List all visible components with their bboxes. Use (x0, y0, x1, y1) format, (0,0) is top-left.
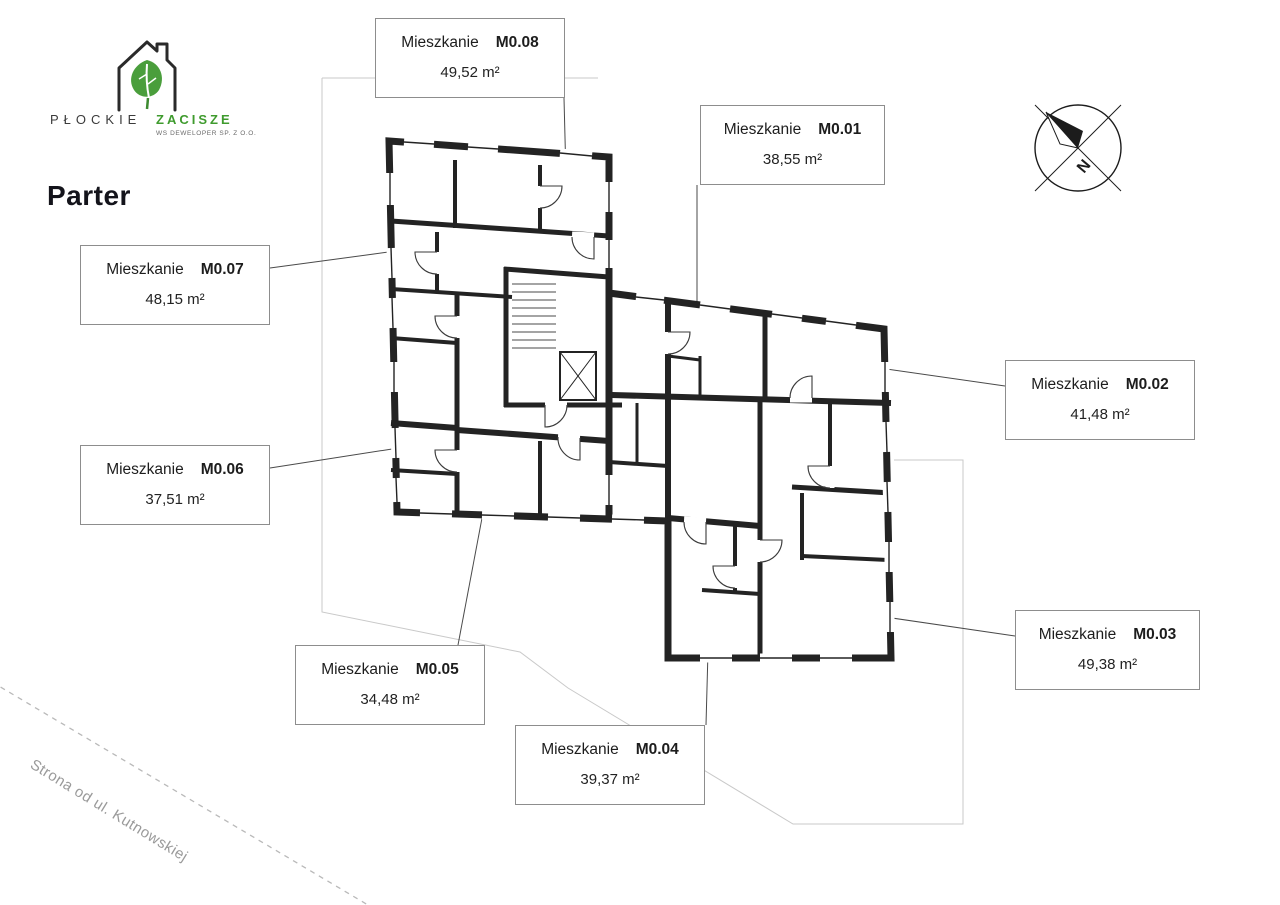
apartment-word: Mieszkanie (1038, 626, 1117, 643)
logo: PŁOCKIE ZACISZE WS DEWELOPER SP. Z O.O. (42, 28, 282, 140)
apartment-area: 41,48 m² (1070, 406, 1130, 423)
apartment-word: Mieszkanie (401, 34, 479, 51)
apartment-word: Mieszkanie (1031, 376, 1109, 393)
interior-wall (667, 354, 701, 362)
door-swing (544, 404, 568, 428)
window (825, 320, 857, 326)
interior-wall (390, 336, 458, 345)
apartment-label-m0-04: Mieszkanie M0.04 39,37 m² (515, 725, 705, 805)
door-swing (683, 521, 707, 545)
windows (385, 137, 895, 663)
interior-wall (390, 420, 458, 431)
door-swing (571, 236, 595, 260)
door-swing (807, 465, 831, 489)
brand-name-dark: PŁOCKIE (50, 112, 142, 127)
apartment-area: 39,37 m² (580, 771, 640, 788)
apartment-id: M0.02 (1125, 376, 1169, 393)
interior-wall (390, 468, 458, 476)
staircase (512, 283, 597, 401)
brand-name-green: ZACISZE (156, 112, 233, 127)
interior-wall (456, 427, 610, 444)
apartment-area: 48,15 m² (145, 291, 205, 308)
apartment-id: M0.01 (818, 121, 862, 138)
interior-wall (801, 554, 889, 562)
apartment-id: M0.05 (415, 661, 459, 678)
compass: N (1034, 104, 1122, 192)
window (611, 518, 645, 521)
window (699, 304, 731, 310)
interior-wall (791, 484, 892, 496)
window (547, 516, 581, 519)
apartment-word: Mieszkanie (321, 661, 399, 678)
apartment-word: Mieszkanie (106, 461, 184, 478)
apartment-word: Mieszkanie (723, 121, 802, 138)
window (403, 141, 435, 145)
window (771, 313, 803, 319)
apartment-id: M0.07 (200, 261, 244, 278)
brand-subtitle: WS DEWELOPER SP. Z O.O. (156, 130, 257, 137)
street-dashed-line (0, 685, 369, 905)
apartment-label-m0-01: Mieszkanie M0.01 38,55 m² (700, 105, 885, 185)
compass-circle (1034, 104, 1122, 192)
window (886, 481, 889, 513)
apartment-id: M0.08 (495, 34, 539, 51)
apartment-label-m0-08: Mieszkanie M0.08 49,52 m² (375, 18, 565, 98)
apartment-area: 38,55 m² (762, 151, 823, 168)
apartment-label-m0-06: Mieszkanie M0.06 37,51 m² (80, 445, 270, 525)
apartment-label-m0-07: Mieszkanie M0.07 48,15 m² (80, 245, 270, 325)
door-swing (434, 315, 458, 339)
window (394, 427, 397, 459)
window (419, 512, 453, 515)
compass-needle (1046, 112, 1083, 148)
apartment-area: 49,52 m² (440, 64, 500, 81)
apartment-id: M0.06 (200, 461, 244, 478)
window (481, 514, 515, 517)
apartment-label-m0-03: Mieszkanie M0.03 49,38 m² (1015, 610, 1200, 690)
window (390, 247, 393, 279)
apartment-word: Mieszkanie (106, 261, 184, 278)
building (385, 137, 895, 662)
elevator (559, 351, 597, 401)
window (635, 296, 665, 301)
apartment-area: 34,48 m² (360, 691, 420, 708)
door-swing (667, 331, 691, 355)
door-swing (759, 539, 783, 563)
interior-wall (701, 588, 761, 596)
doors (414, 185, 835, 589)
interior-wall (390, 287, 513, 299)
door-swing (789, 375, 813, 399)
door-swing (414, 251, 438, 275)
compass-north-letter: N (1074, 157, 1094, 177)
door-swing (539, 185, 563, 209)
window (559, 152, 593, 157)
floor-title: Parter (47, 180, 131, 211)
door-swing (712, 565, 736, 589)
apartment-id: M0.04 (635, 741, 679, 758)
interior-wall (503, 266, 610, 280)
house-leaf-icon (117, 40, 177, 112)
interior-wall (611, 392, 892, 406)
apartment-label-m0-02: Mieszkanie M0.02 41,48 m² (1005, 360, 1195, 440)
apartment-label-m0-05: Mieszkanie M0.05 34,48 m² (295, 645, 485, 725)
door-swing (434, 449, 458, 473)
window (395, 477, 398, 503)
apartment-id: M0.03 (1133, 626, 1177, 643)
apartment-area: 49,38 m² (1077, 656, 1138, 673)
apartment-word: Mieszkanie (541, 741, 619, 758)
apartment-area: 37,51 m² (145, 491, 205, 508)
door-swing (557, 436, 581, 461)
window (885, 421, 888, 453)
window (391, 297, 394, 329)
window (467, 146, 499, 150)
interior-wall (667, 515, 761, 529)
